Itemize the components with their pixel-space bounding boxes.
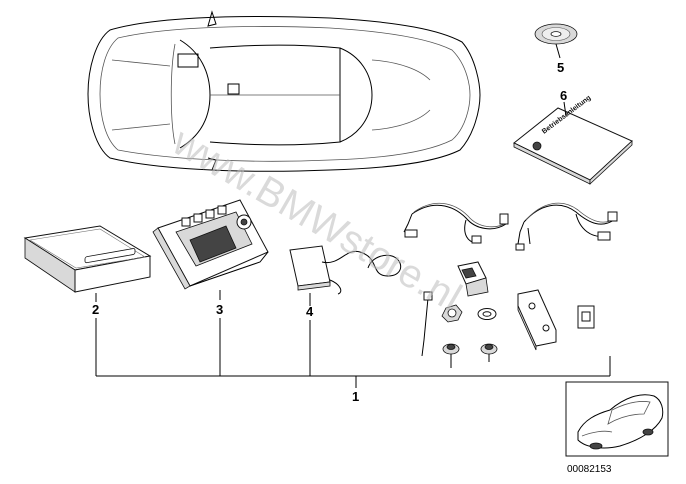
car-top-view — [87, 10, 481, 172]
cable-tie — [421, 291, 433, 357]
wiring-harness-right — [515, 202, 618, 251]
washer — [477, 308, 497, 320]
callout-2: 2 — [92, 302, 99, 317]
cd-disc — [534, 23, 578, 59]
callout-4: 4 — [306, 304, 314, 319]
screw-left — [442, 343, 460, 368]
clip-nut — [577, 305, 595, 329]
mounting-bracket — [517, 289, 557, 351]
callout-5: 5 — [557, 60, 564, 75]
nut — [441, 304, 463, 323]
gps-antenna — [289, 245, 402, 306]
callout-3: 3 — [216, 302, 223, 317]
operating-manual: Betriebsanleitung — [513, 94, 633, 185]
vehicle-thumbnail-inset — [565, 381, 669, 457]
reference-number: 00082153 — [567, 464, 612, 475]
navigation-computer-box — [23, 225, 152, 302]
relay-connector — [457, 261, 489, 297]
wiring-harness-left — [403, 202, 509, 244]
callout-bracket — [95, 318, 611, 388]
callout-6: 6 — [560, 88, 567, 103]
callout-1: 1 — [352, 389, 359, 404]
module-location-marker — [227, 83, 240, 95]
screw-right — [480, 343, 498, 362]
headunit-location-marker — [177, 53, 199, 68]
monitor-display-panel — [152, 199, 269, 300]
